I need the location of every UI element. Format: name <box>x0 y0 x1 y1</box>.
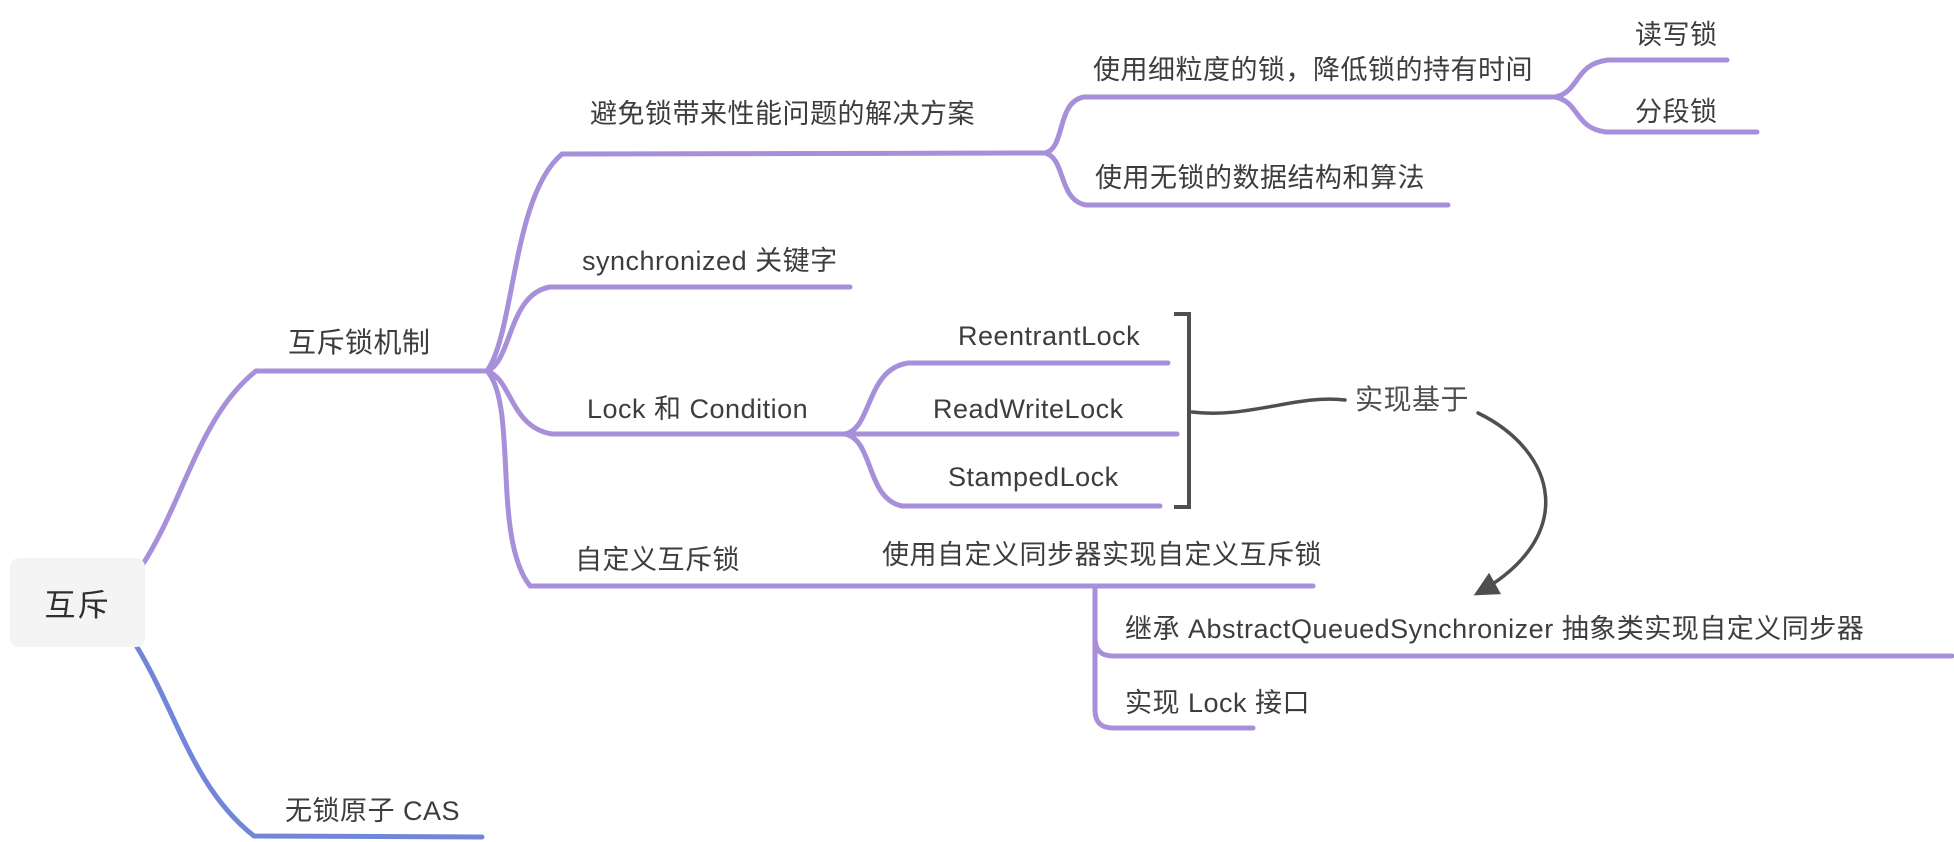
branch-fine-grained <box>1042 94 1558 156</box>
branch-stamped-lock <box>842 431 1163 509</box>
branch-extend-aqs <box>1092 635 1954 659</box>
branch-avoid-perf <box>484 150 1048 374</box>
branch-root-to-mutex-mechanism <box>138 368 490 570</box>
branch-implement-lock <box>1092 583 1256 731</box>
node-rw-lock-leaf[interactable]: 读写锁 <box>1635 20 1718 50</box>
node-custom-mutex[interactable]: 自定义互斥锁 <box>575 545 740 575</box>
branch-segmented-lock-leaf <box>1552 94 1760 135</box>
node-segmented-lock-leaf[interactable]: 分段锁 <box>1635 97 1718 127</box>
node-lock-free-cas[interactable]: 无锁原子 CAS <box>285 796 461 826</box>
node-avoid-perf[interactable]: 避免锁带来性能问题的解决方案 <box>590 99 975 129</box>
node-reentrant-lock[interactable]: ReentrantLock <box>958 321 1141 351</box>
node-implement-lock[interactable]: 实现 Lock 接口 <box>1125 688 1311 718</box>
root-node-mutex[interactable]: 互斥 <box>10 558 145 647</box>
node-mutex-mechanism[interactable]: 互斥锁机制 <box>288 327 431 358</box>
branch-reentrant-lock <box>842 360 1171 437</box>
branch-lock-free-cas <box>134 644 485 840</box>
node-lock-free-structures[interactable]: 使用无锁的数据结构和算法 <box>1095 163 1425 193</box>
annotation-arrow <box>1473 411 1548 596</box>
node-read-write-lock[interactable]: ReadWriteLock <box>933 394 1124 424</box>
grouping-bracket <box>1174 312 1191 509</box>
branch-synchronized <box>484 284 853 374</box>
annotation-implemented-based-on[interactable]: 实现基于 <box>1355 384 1470 415</box>
node-custom-synchronizer[interactable]: 使用自定义同步器实现自定义互斥锁 <box>882 540 1322 570</box>
annotation-connector-line <box>1190 397 1347 415</box>
node-lock-and-condition[interactable]: Lock 和 Condition <box>587 394 809 424</box>
node-extend-aqs[interactable]: 继承 AbstractQueuedSynchronizer 抽象类实现自定义同步… <box>1125 614 1865 644</box>
node-stamped-lock[interactable]: StampedLock <box>948 462 1119 492</box>
branch-rw-lock-leaf <box>1552 57 1730 100</box>
node-fine-grained[interactable]: 使用细粒度的锁，降低锁的持有时间 <box>1093 55 1533 85</box>
branch-lock-free-structures <box>1042 150 1451 208</box>
branch-lock-and-condition <box>484 368 848 437</box>
branch-custom-mutex <box>484 368 1316 589</box>
node-synchronized-keyword[interactable]: synchronized 关键字 <box>582 246 838 276</box>
